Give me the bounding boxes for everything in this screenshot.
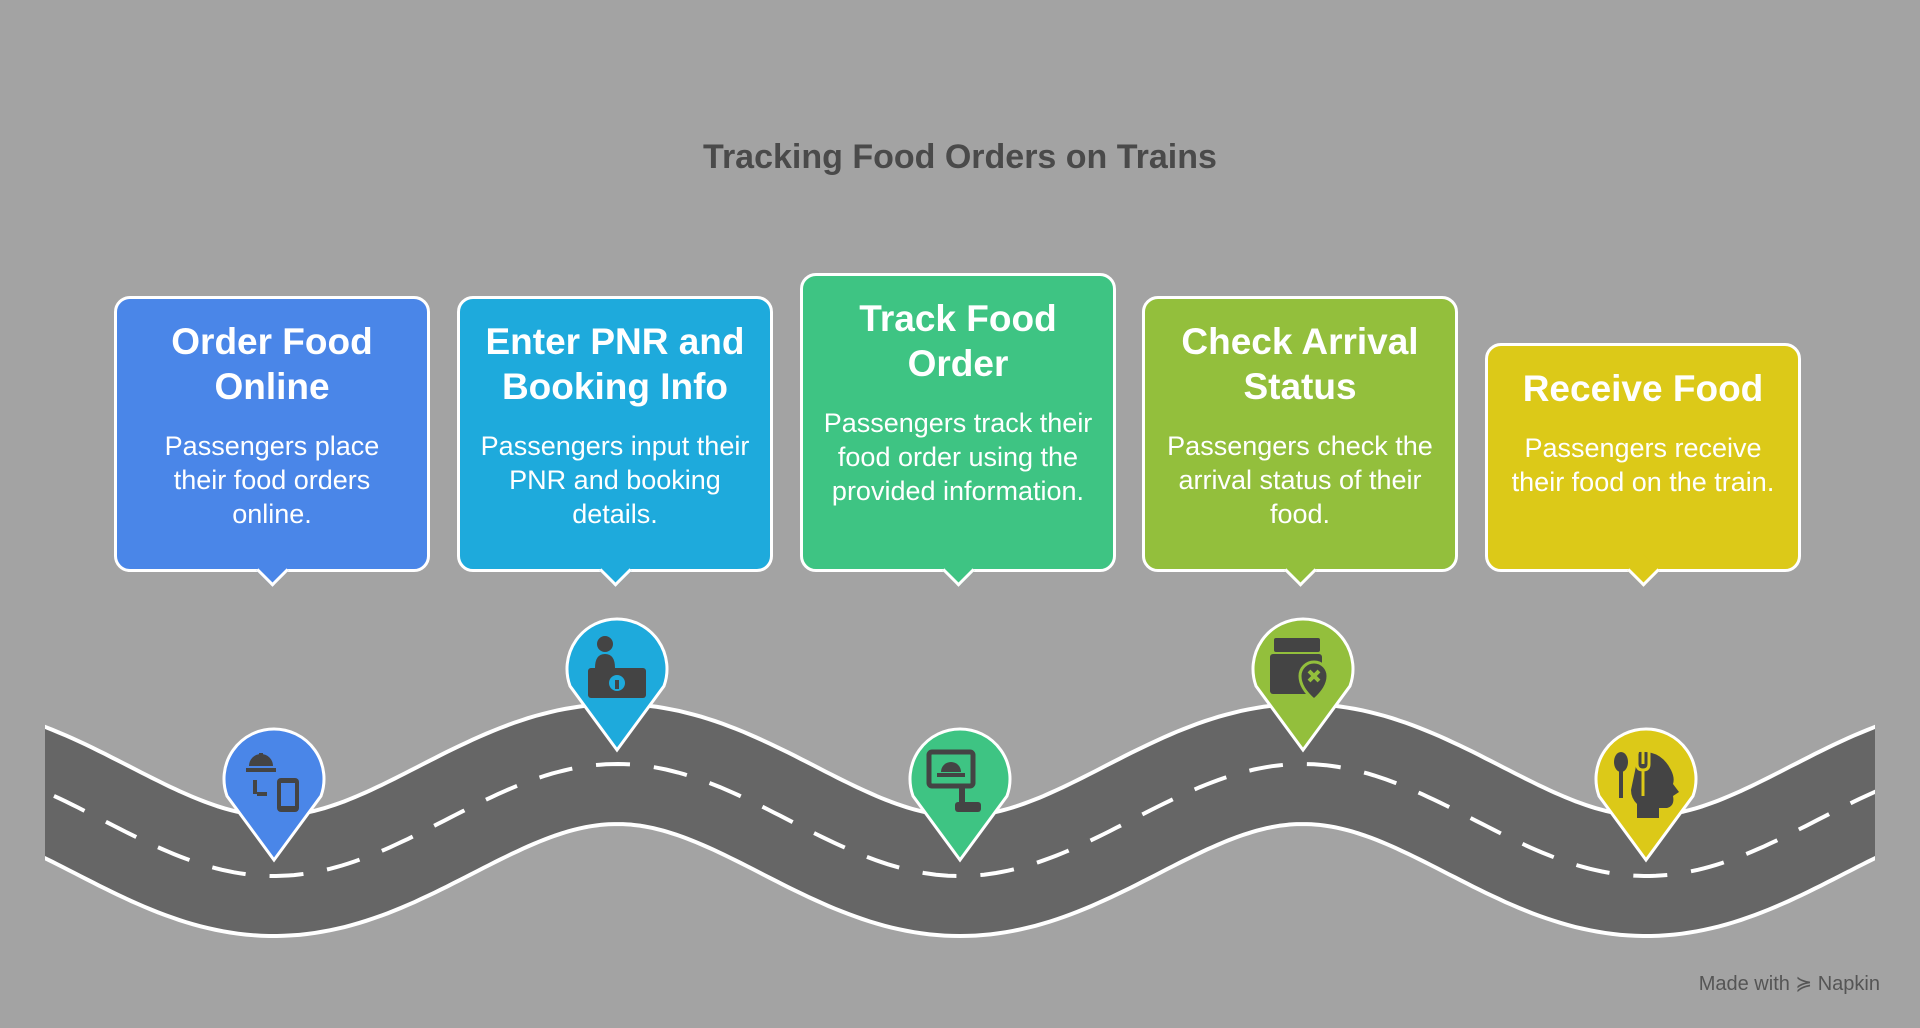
food-tracking-screen-icon: [908, 727, 1012, 863]
step-card-check-arrival: Check Arrival Status Passengers check th…: [1142, 296, 1458, 587]
road-center-line: [45, 761, 1875, 879]
food-order-phone-icon: [222, 727, 326, 863]
diagram-title: Tracking Food Orders on Trains: [703, 138, 1217, 176]
step-title: Track Food Order: [859, 298, 1057, 384]
package-location-icon: [1251, 617, 1355, 753]
head-with-utensils-icon: [1594, 727, 1698, 863]
step-title: Enter PNR and Booking Info: [485, 321, 745, 407]
step-card-enter-pnr: Enter PNR and Booking Info Passengers in…: [457, 296, 773, 587]
made-with-napkin-watermark: Made with ≽ Napkin: [1698, 973, 1880, 995]
step-title: Order Food Online: [171, 321, 373, 407]
step-card-track-order: Track Food Order Passengers track their …: [800, 273, 1116, 587]
step-card-order-food: Order Food Online Passengers place their…: [114, 296, 430, 587]
step-description: Passengers place their food orders onlin…: [164, 431, 380, 529]
step-description: Passengers input their PNR and booking d…: [480, 431, 750, 529]
step-title: Receive Food: [1522, 368, 1764, 409]
step-description: Passengers track their food order using …: [823, 408, 1093, 506]
step-description: Passengers receive their food on the tra…: [1511, 433, 1775, 497]
step-card-receive-food: Receive Food Passengers receive their fo…: [1485, 343, 1801, 587]
step-description: Passengers check the arrival status of t…: [1167, 431, 1433, 529]
step-title: Check Arrival Status: [1181, 321, 1419, 407]
person-at-info-desk-icon: [565, 617, 669, 753]
